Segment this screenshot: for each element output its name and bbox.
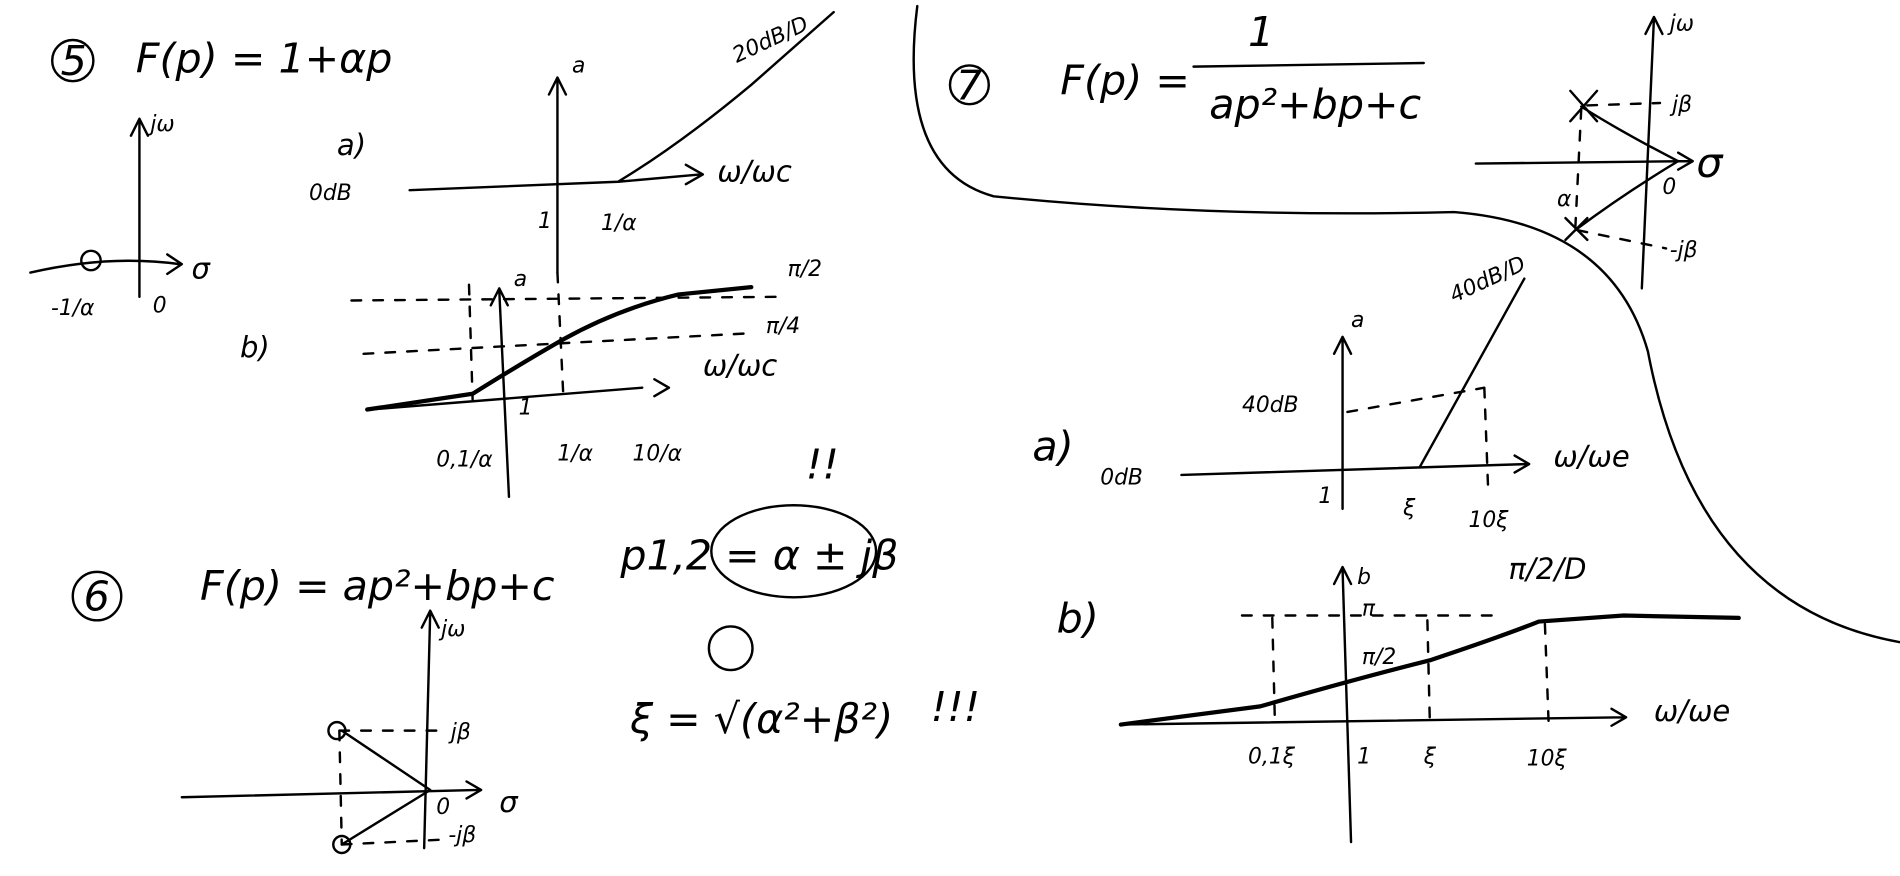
section-7: 7 F(p) = 1 ap²+bp+c jω σ 0 jβ -jβ α a) a…: [948, 8, 1741, 844]
phase-x-label: ω/ωc: [703, 349, 777, 383]
phase-label: b): [1057, 594, 1099, 642]
section-5: 5 F(p) = 1+αp jω σ -1/α 0 a) a 0dB 1 1/α…: [29, 10, 835, 498]
amp-slope-line: [1418, 277, 1526, 468]
amp-x-axis: [1180, 454, 1531, 477]
phase-tick: ξ: [1423, 744, 1437, 769]
amp-40db: 40dB: [1242, 393, 1299, 418]
phase-y-axis: [1332, 565, 1353, 844]
root-vectors: [340, 729, 432, 846]
sigma-label: σ: [1696, 139, 1724, 187]
amp-0db: 0dB: [309, 181, 352, 206]
phase-tick: 10ξ: [1527, 747, 1568, 772]
amp-y-axis: [1332, 335, 1353, 511]
amp-slope: 20dB/D: [729, 12, 813, 69]
amp-axis-label: a: [572, 54, 585, 79]
formula: F(p) = 1+αp: [136, 35, 393, 83]
section-6: 6 F(p) = ap²+bp+c p1,2 = α ± jβ !! ξ = √…: [71, 441, 981, 855]
amp-0db: 0dB: [1100, 466, 1143, 491]
section-number-circle: [50, 38, 95, 83]
sigma-label: σ: [499, 785, 519, 819]
amp-one: 1: [538, 209, 552, 234]
pole-guides: [1573, 101, 1668, 250]
pole-vectors: [1573, 105, 1680, 232]
phase-slope: π/2/D: [1509, 552, 1587, 586]
fraction-bar: [1192, 61, 1425, 68]
phase-tick: 0,1ξ: [1248, 744, 1296, 769]
amp-slope: 40dB/D: [1446, 252, 1530, 309]
pos-label: jβ: [1669, 92, 1692, 117]
roots-formula: p1,2 = α ± jβ: [619, 531, 898, 579]
amp-10xi: 10ξ: [1469, 508, 1510, 533]
pos-label: jβ: [448, 720, 471, 745]
zero-marker: [80, 249, 102, 272]
neg-label: -jβ: [448, 823, 476, 848]
jw-axis: [129, 117, 150, 299]
amp-axis-label: a: [1351, 308, 1364, 333]
amp-guides: [1346, 386, 1490, 486]
section-number: 6: [84, 573, 110, 621]
amp-curve: [408, 10, 835, 192]
amp-x-label: ω/ωc: [717, 155, 791, 189]
formula-den: ap²+bp+c: [1209, 81, 1421, 129]
phase-tick: 10/α: [633, 441, 683, 466]
sigma-label: σ: [192, 252, 212, 286]
jw-label: jω: [147, 112, 174, 137]
exclaim: !!!: [931, 683, 981, 731]
origin-label: 0: [436, 795, 450, 820]
note-circle: [707, 625, 754, 672]
phase-curve: [1118, 613, 1741, 727]
amp-break: 1/α: [601, 211, 637, 236]
section-divider: [912, 4, 1900, 644]
phase-tick: 1: [519, 395, 533, 420]
phase-label: b): [240, 330, 270, 364]
phase-pi: π: [1362, 597, 1376, 622]
xi-formula: ξ = √(α²+β²): [629, 695, 893, 743]
amp-x-label: ω/ωe: [1553, 439, 1629, 473]
amp-y-axis: [547, 76, 568, 274]
roots-circle: [710, 504, 878, 599]
phase-axis-label: a: [514, 267, 527, 292]
sigma-axis: [1474, 151, 1694, 171]
formula: F(p) = ap²+bp+c: [200, 562, 555, 610]
phase-tick: 1/α: [557, 441, 593, 466]
pole-markers: [1564, 89, 1599, 242]
phase-x-axis: [1119, 707, 1628, 727]
phase-pi2: π/2: [788, 257, 822, 282]
phase-tick: 0,1/α: [436, 447, 493, 472]
phase-guides: [1240, 614, 1550, 723]
section-number: 5: [61, 37, 87, 85]
exclaim: !!: [806, 441, 839, 489]
phase-pi4: π/4: [766, 314, 800, 339]
amp-one: 1: [1318, 484, 1332, 509]
sigma-axis: [29, 253, 184, 276]
formula-lhs: F(p) =: [1060, 57, 1190, 105]
jw-label: jω: [438, 617, 465, 642]
amp-label: a): [337, 128, 366, 162]
section-number-circle: [948, 64, 990, 106]
jw-label: jω: [1667, 11, 1694, 36]
zero-label: -1/α: [51, 296, 95, 321]
formula-num: 1: [1248, 8, 1274, 56]
phase-axis-label: b: [1357, 565, 1371, 590]
phase-x-label: ω/ωe: [1654, 694, 1730, 728]
section-number: 7: [956, 61, 982, 109]
amp-label: a): [1032, 422, 1073, 470]
phase-tick: 1: [1357, 744, 1371, 769]
phase-x-axis: [368, 378, 671, 411]
phase-y-axis: [489, 287, 511, 498]
alpha-label: α: [1557, 187, 1572, 212]
section-number-circle: [71, 570, 123, 622]
amp-xi: ξ: [1402, 496, 1416, 521]
origin-label: 0: [153, 294, 167, 319]
root-guides: [338, 729, 444, 846]
phase-curve: [365, 285, 754, 412]
phase-pi2: π/2: [1362, 645, 1396, 670]
origin-label: 0: [1662, 175, 1676, 200]
neg-label: -jβ: [1670, 238, 1698, 263]
